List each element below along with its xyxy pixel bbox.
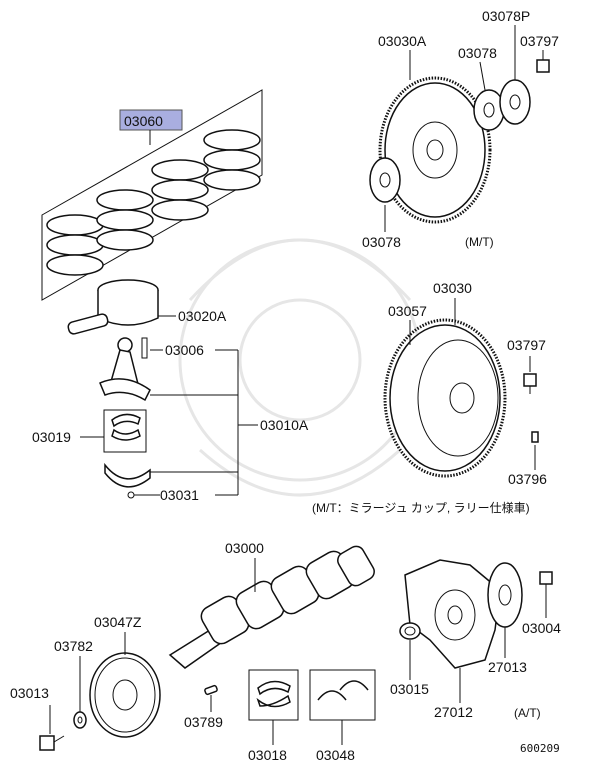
rod-cap-illustration xyxy=(104,462,151,488)
key-03789-icon xyxy=(204,684,218,696)
label-27012: 27012 xyxy=(434,704,473,720)
flywheel-illustration xyxy=(383,318,507,478)
plate-03078-top-illustration xyxy=(473,89,505,131)
label-03078-top: 03078 xyxy=(458,45,497,61)
label-03013: 03013 xyxy=(10,685,49,701)
label-03078-bottom: 03078 xyxy=(362,234,401,250)
bracket-03010A xyxy=(150,350,258,496)
label-03018: 03018 xyxy=(248,747,287,763)
label-03019: 03019 xyxy=(32,429,71,445)
label-03004: 03004 xyxy=(522,620,561,636)
label-03047Z: 03047Z xyxy=(94,614,142,630)
connecting-rod-illustration xyxy=(99,337,151,402)
piston-illustration xyxy=(67,279,159,335)
note-at: (A/T) xyxy=(514,706,541,720)
rod-bearing-illustration xyxy=(103,409,147,453)
nut-03031-icon xyxy=(127,491,135,499)
washer-03782-icon xyxy=(73,711,87,729)
label-03030: 03030 xyxy=(433,280,472,296)
label-03789: 03789 xyxy=(184,714,223,730)
bolt-03797-top-icon xyxy=(536,50,550,73)
label-03796: 03796 xyxy=(508,471,547,487)
main-bearing-03018-illustration xyxy=(248,669,299,721)
pin-03796-icon xyxy=(531,431,539,443)
label-03030A: 03030A xyxy=(378,33,427,49)
plate-03078-bottom-illustration xyxy=(369,157,401,203)
note-mt-rally: (M/T：ミラージュ カップ, ラリー仕様車) xyxy=(312,501,530,515)
bushing-03015-icon xyxy=(399,622,421,640)
label-03057: 03057 xyxy=(388,303,427,319)
part-highlight-box xyxy=(119,109,183,131)
plate-27013-illustration xyxy=(487,562,523,628)
label-27013: 27013 xyxy=(488,659,527,675)
label-03078P: 03078P xyxy=(482,8,530,24)
label-03006: 03006 xyxy=(165,342,204,358)
flywheel-mt-illustration xyxy=(378,76,492,224)
label-03015: 03015 xyxy=(390,681,429,697)
drive-plate-at-illustration xyxy=(404,559,501,669)
label-03797-mid: 03797 xyxy=(507,337,546,353)
label-03782: 03782 xyxy=(54,638,93,654)
piston-ring-set-illustration xyxy=(41,89,263,301)
label-03048: 03048 xyxy=(316,747,355,763)
label-03010A: 03010A xyxy=(260,417,309,433)
note-mt: (M/T) xyxy=(465,235,494,249)
bolt-03013-icon xyxy=(39,735,65,751)
label-03797-top: 03797 xyxy=(520,33,559,49)
diagram-code: 600209 xyxy=(520,742,560,755)
crankshaft-illustration xyxy=(168,545,375,669)
label-03000: 03000 xyxy=(225,540,264,556)
plate-03078P-illustration xyxy=(499,79,531,125)
label-03060: 03060 xyxy=(124,113,163,129)
crank-pulley-illustration xyxy=(89,652,161,738)
bolt-03797-mid-icon xyxy=(523,373,537,394)
label-03020A: 03020A xyxy=(178,308,227,324)
bolt-03004-icon xyxy=(539,571,553,606)
leader-03078-top xyxy=(479,61,486,91)
label-03031: 03031 xyxy=(160,487,199,503)
watermark-emblem xyxy=(178,238,422,497)
thrust-washer-03048-illustration xyxy=(309,669,376,721)
